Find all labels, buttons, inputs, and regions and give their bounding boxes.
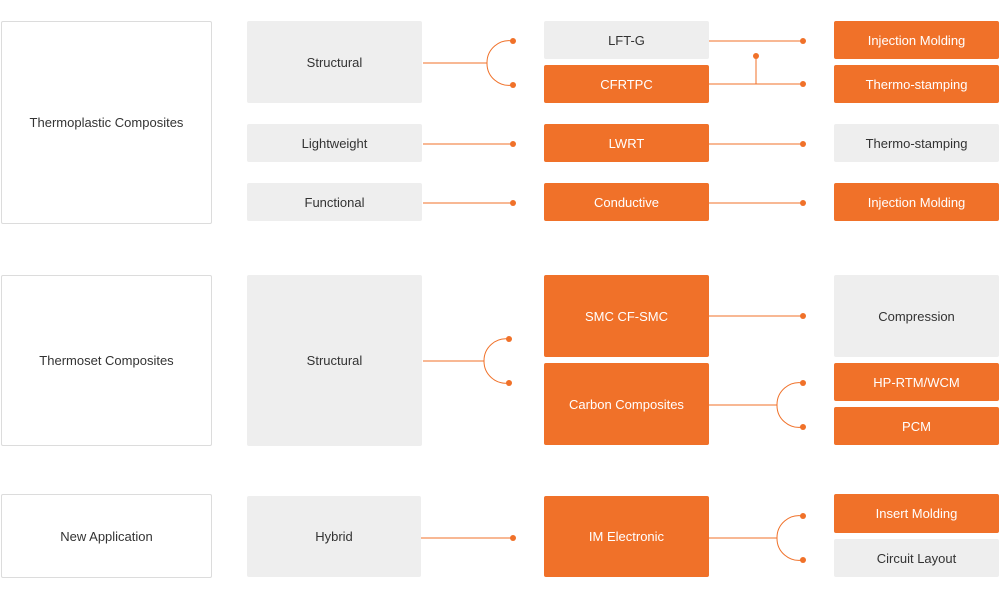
type-lightweight: Lightweight (247, 124, 422, 162)
connector-bracket (486, 40, 514, 86)
process-insert-molding: Insert Molding (834, 494, 999, 533)
connector-dot (800, 38, 806, 44)
material-conductive: Conductive (544, 183, 709, 221)
connector-dot (510, 141, 516, 147)
type-hybrid: Hybrid (247, 496, 421, 577)
category-thermoplastic-composites: Thermoplastic Composites (1, 21, 212, 224)
connector-dot (800, 313, 806, 319)
connector-dot (800, 424, 806, 430)
material-carbon-composites: Carbon Composites (544, 363, 709, 445)
connector-dot (753, 53, 759, 59)
connector-dot (800, 513, 806, 519)
connector-dot (510, 200, 516, 206)
connector-dot (800, 557, 806, 563)
connector-bracket (776, 515, 804, 561)
connector-dot (506, 336, 512, 342)
connector-dot (800, 200, 806, 206)
material-im-electronic: IM Electronic (544, 496, 709, 577)
process-injection-molding: Injection Molding (834, 183, 999, 221)
type-structural: Structural (247, 21, 422, 103)
connector-dot (510, 535, 516, 541)
connector-dot (506, 380, 512, 386)
connector-dot (800, 141, 806, 147)
process-circuit-layout: Circuit Layout (834, 539, 999, 577)
connector-dot (800, 380, 806, 386)
process-injection-molding: Injection Molding (834, 21, 999, 59)
process-compression: Compression (834, 275, 999, 357)
type-functional: Functional (247, 183, 422, 221)
category-thermoset-composites: Thermoset Composites (1, 275, 212, 446)
process-pcm: PCM (834, 407, 999, 445)
material-cfrtpc: CFRTPC (544, 65, 709, 103)
material-lwrt: LWRT (544, 124, 709, 162)
connector-dot (510, 82, 516, 88)
connector-bracket (776, 382, 804, 428)
material-lft-g: LFT-G (544, 21, 709, 59)
type-structural: Structural (247, 275, 422, 446)
process-hp-rtm-wcm: HP-RTM/WCM (834, 363, 999, 401)
category-new-application: New Application (1, 494, 212, 578)
process-thermo-stamping: Thermo-stamping (834, 124, 999, 162)
connector-dot (800, 81, 806, 87)
connector-dot (510, 38, 516, 44)
process-thermo-stamping: Thermo-stamping (834, 65, 999, 103)
connector-bracket (483, 338, 510, 384)
material-smc-cf-smc: SMC CF-SMC (544, 275, 709, 357)
